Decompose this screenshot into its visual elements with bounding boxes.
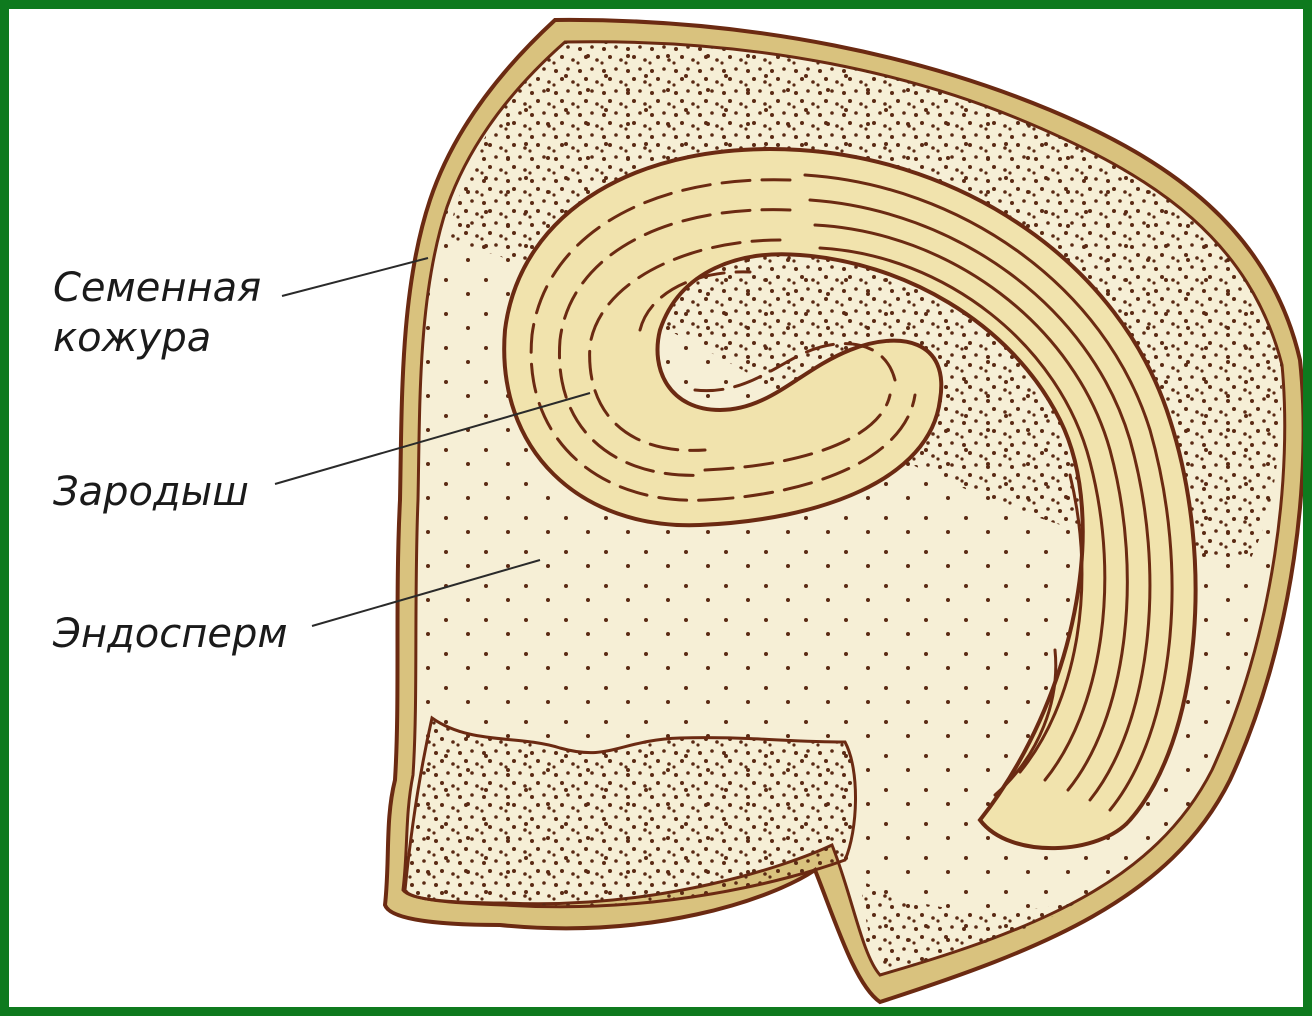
seed-coat-label: Семенная кожура [53,263,261,363]
endosperm-label: Эндосперм [53,609,288,659]
seed-coat-leader [282,258,428,296]
seed-coat-label-line1: Семенная [53,263,261,313]
embryo-label: Зародыш [53,467,249,517]
endosperm-lower-lobe [405,718,856,907]
seed-coat-label-line2: кожура [53,313,261,363]
